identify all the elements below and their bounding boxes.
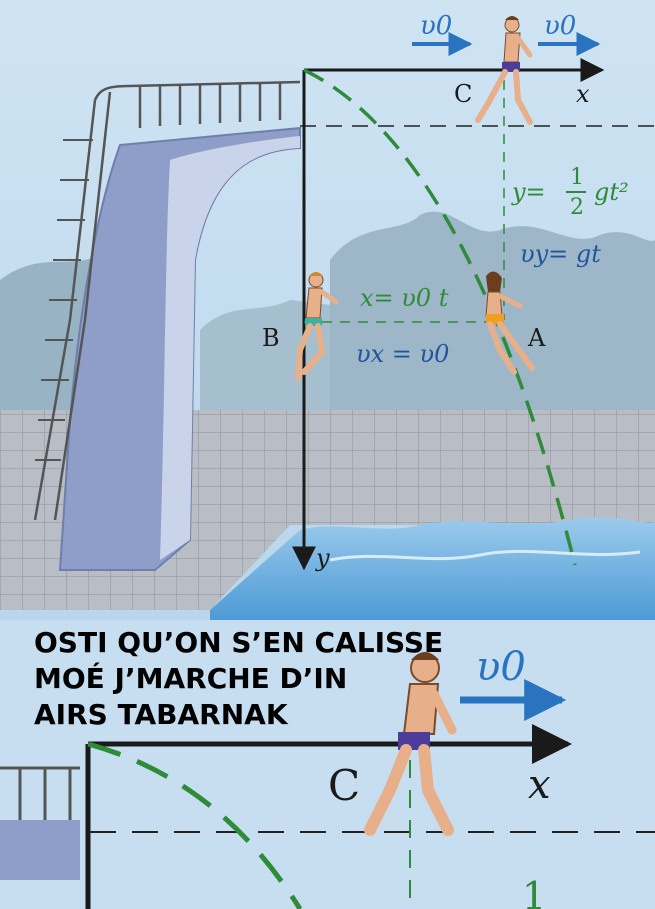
bottom-sky [0, 620, 655, 909]
railing-fragment [0, 766, 80, 820]
equation-x: x= υ0 t [360, 284, 449, 312]
equation-vy: υy= gt [520, 240, 601, 268]
point-a-label: A [527, 324, 546, 352]
walking-person-c [475, 16, 533, 125]
caption-line-2: MOÉ J’MARCHE D’IN [34, 661, 347, 695]
eq-y-denominator: 2 [570, 195, 584, 220]
bottom-panel: υ0 C x 1 [0, 620, 655, 909]
meme-caption: OSTI QU’ON S’EN CALISSE MOÉ J’MARCHE D’I… [34, 626, 443, 731]
pool-water [210, 517, 655, 620]
y-axis-label: y [315, 544, 330, 572]
tree-silhouette [200, 300, 330, 420]
falling-person-b [295, 272, 339, 381]
falling-person-a [485, 271, 535, 375]
eq-y-numerator: 1 [570, 165, 584, 190]
bottom-walking-person [364, 652, 457, 836]
tower-fragment [0, 820, 80, 880]
tower-railing [33, 80, 301, 521]
equation-vx: υx = υ0 [356, 340, 449, 368]
v0-label-right: υ0 [544, 11, 576, 41]
x-axis-label: x [576, 80, 590, 108]
tower-highlight [160, 136, 300, 560]
caption-line-1: OSTI QU’ON S’EN CALISSE [34, 626, 443, 659]
trajectory-curve [303, 68, 577, 566]
bottom-point-c-label: C [328, 761, 360, 810]
equation-y: y= 1 2 gt² [511, 165, 629, 220]
top-panel: υ0 υ0 C x y B A y= 1 2 gt² υy= gt x= υ0 … [0, 0, 655, 620]
eq-y-lhs: y= [511, 178, 546, 206]
water-ripple [329, 549, 641, 562]
point-b-label: B [262, 324, 280, 352]
bottom-trajectory-curve [87, 741, 303, 909]
v0-label-left: υ0 [420, 11, 452, 41]
bottom-v0-label: υ0 [476, 644, 526, 690]
tower-ladder [35, 139, 93, 461]
point-c-label: C [454, 80, 472, 108]
caption-line-3: AIRS TABARNAK [34, 698, 289, 731]
bottom-x-axis-label: x [528, 762, 551, 808]
eq-y-rhs: gt² [594, 178, 629, 206]
bottom-fraction-numerator: 1 [522, 874, 546, 909]
